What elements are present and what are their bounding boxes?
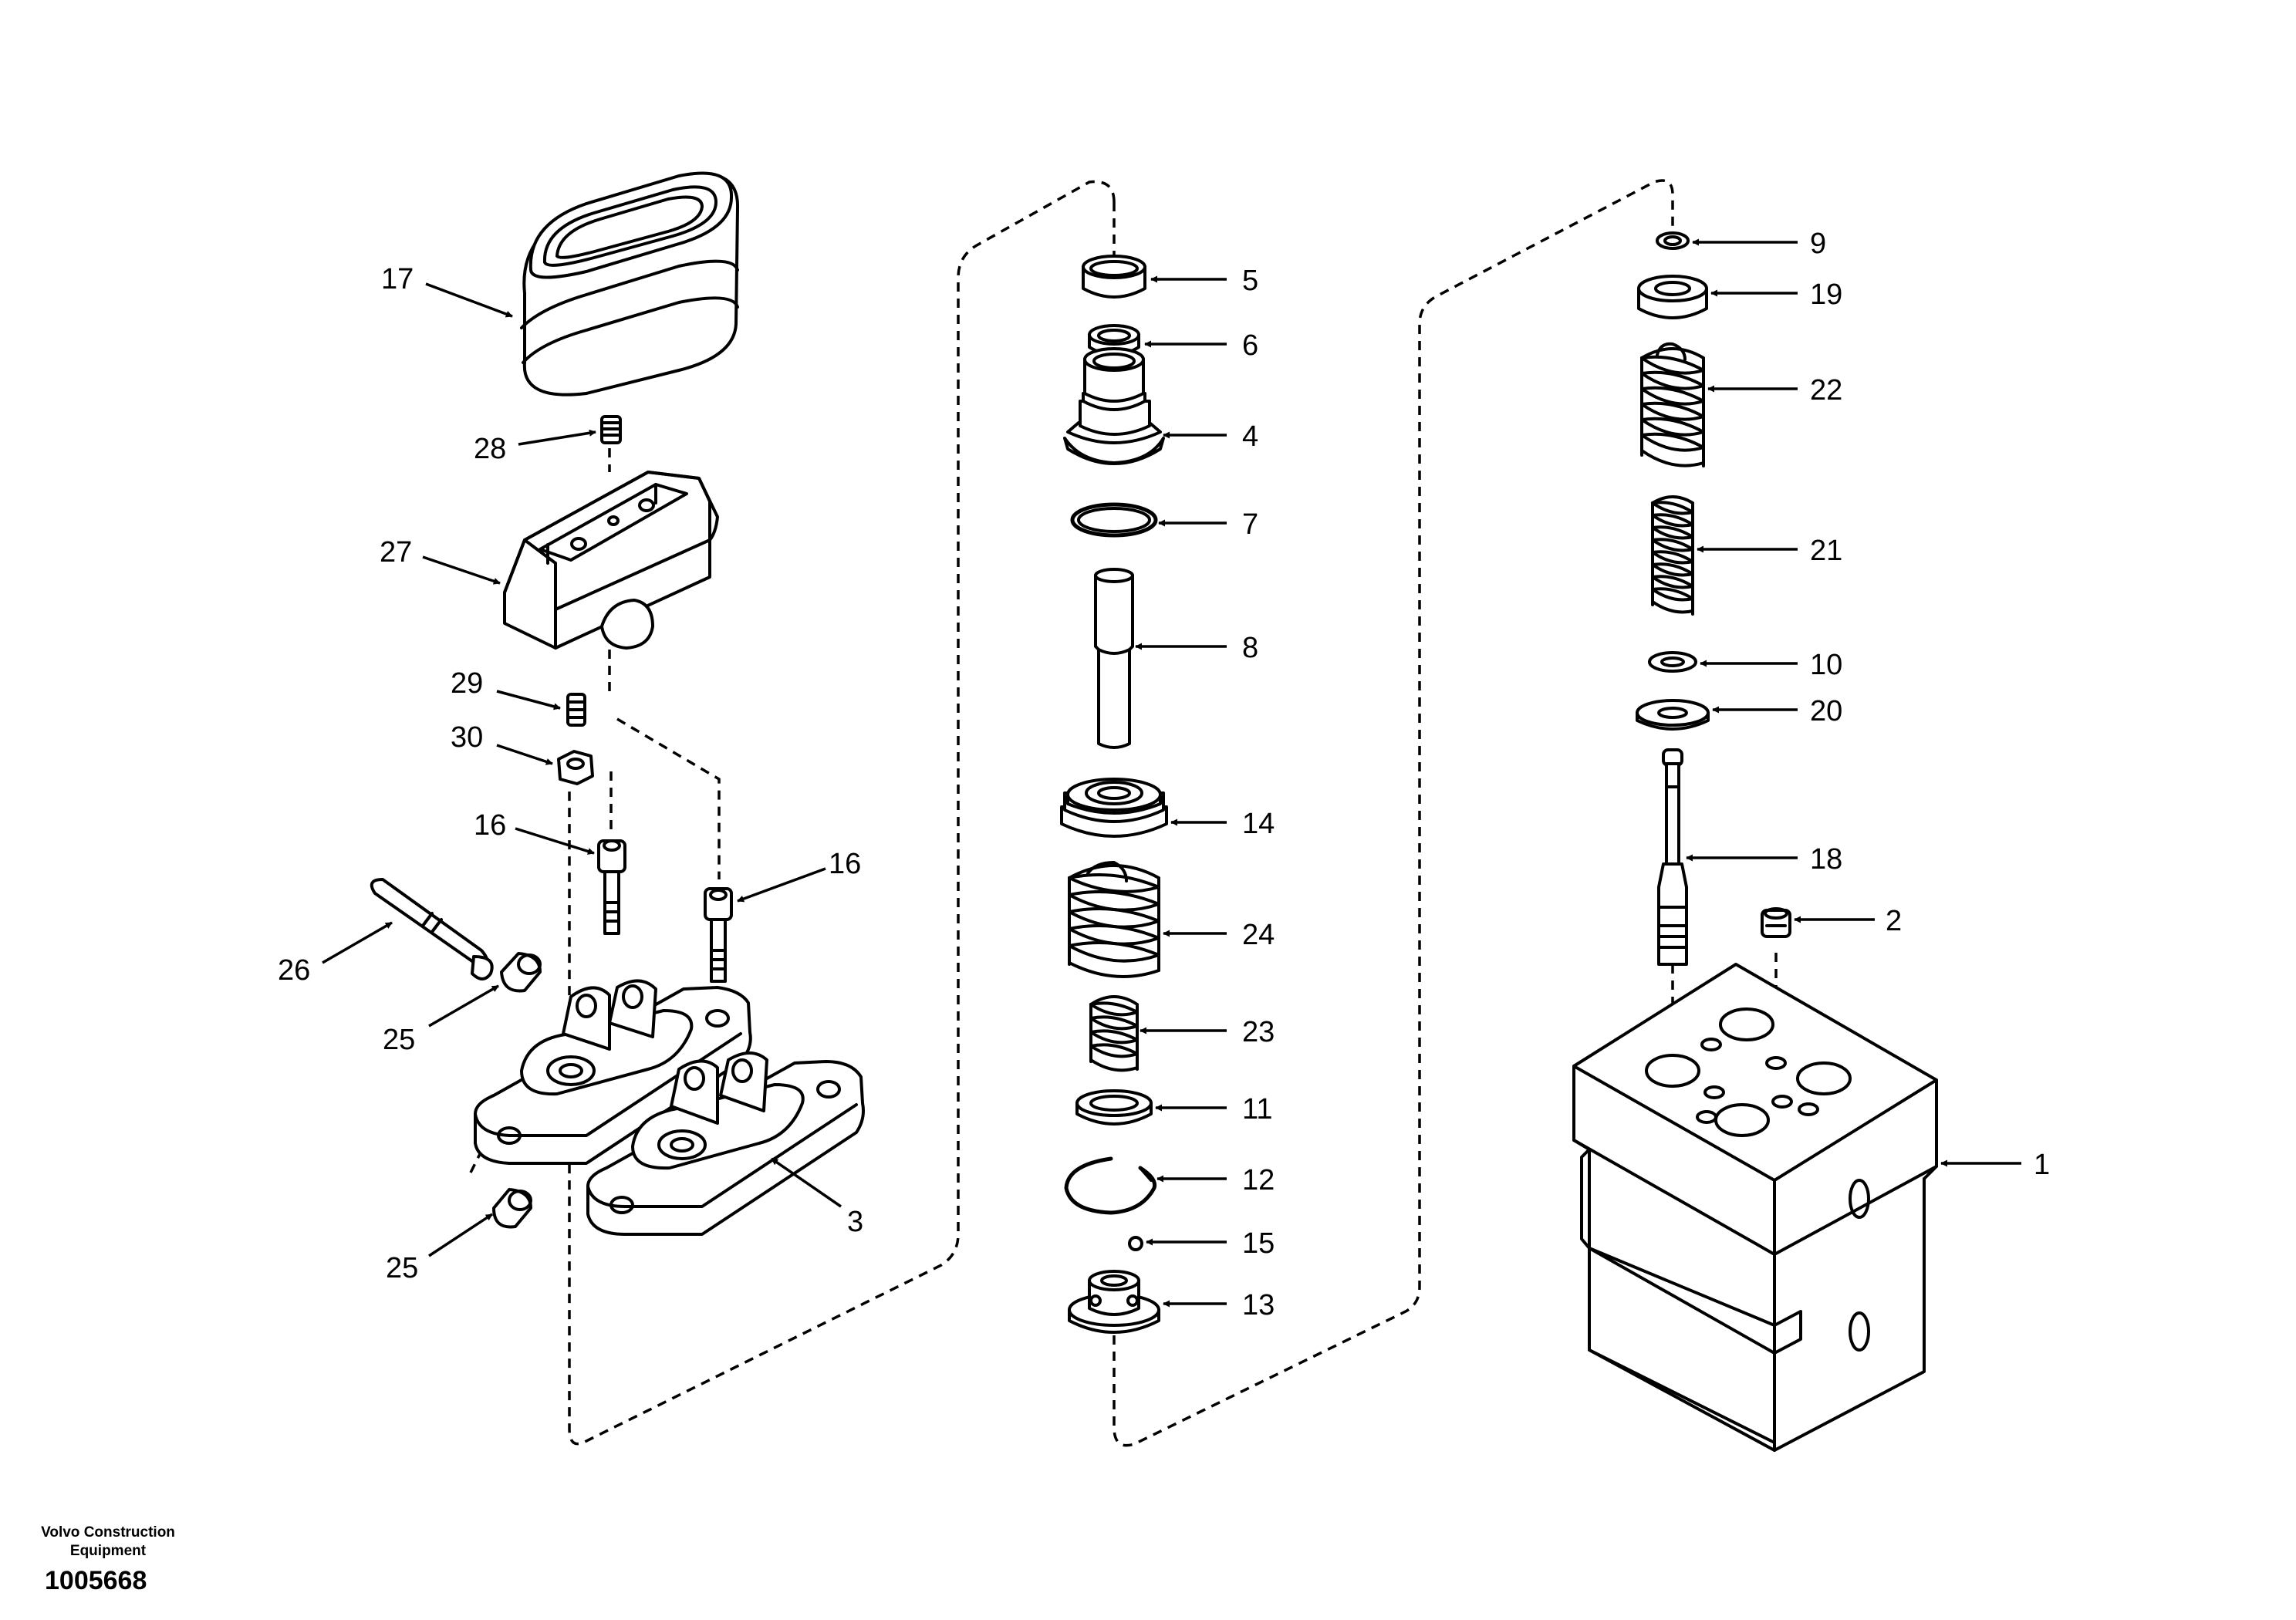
- callout-16-right: 16: [829, 848, 861, 880]
- callout-5: 5: [1242, 265, 1258, 297]
- callout-19: 19: [1810, 278, 1842, 311]
- callout-21: 21: [1810, 535, 1842, 567]
- part-18-spool: [1657, 748, 1688, 966]
- callout-29: 29: [451, 667, 483, 700]
- callout-12: 12: [1242, 1164, 1275, 1196]
- part-17-bellows-boot: [520, 171, 740, 397]
- part-16-bolt-a: [597, 839, 626, 935]
- part-5-collar: [1082, 255, 1146, 299]
- callout-17: 17: [381, 263, 414, 295]
- callout-10: 10: [1810, 649, 1842, 681]
- part-15-ball: [1128, 1236, 1143, 1251]
- part-23-spring: [1089, 995, 1139, 1072]
- part-29-set-screw: [566, 693, 586, 727]
- part-20-washer: [1636, 699, 1710, 731]
- callout-8: 8: [1242, 632, 1258, 664]
- callout-14: 14: [1242, 808, 1275, 840]
- callout-20: 20: [1810, 695, 1842, 727]
- callout-23: 23: [1242, 1016, 1275, 1048]
- part-13-spring-seat: [1068, 1270, 1160, 1334]
- part-3-cam-plate-front: [586, 1051, 865, 1236]
- part-2-plug: [1761, 907, 1791, 938]
- part-25-bushing-b: [492, 1188, 532, 1229]
- callout-25-upper: 25: [383, 1024, 415, 1056]
- part-16-bolt-b: [704, 887, 733, 983]
- part-25-bushing-a: [500, 952, 542, 993]
- callout-labels: 17 28 27 29 30 16 16 26 25 25 3 5 6 4 7 …: [278, 228, 2050, 1321]
- part-19-spring-seat: [1637, 275, 1708, 319]
- part-10-washer: [1648, 651, 1697, 673]
- brand-line-2: Equipment: [69, 1543, 147, 1559]
- callout-13: 13: [1242, 1289, 1275, 1321]
- document-number: 1005668: [45, 1566, 147, 1595]
- part-7-o-ring: [1070, 502, 1158, 538]
- callout-28: 28: [474, 433, 506, 465]
- callout-3: 3: [847, 1206, 863, 1238]
- callout-9: 9: [1810, 228, 1826, 260]
- callout-15: 15: [1242, 1227, 1275, 1260]
- callout-4: 4: [1242, 420, 1258, 453]
- part-12-snap-ring: [1064, 1156, 1157, 1215]
- callout-27: 27: [380, 536, 412, 569]
- callout-11: 11: [1242, 1093, 1272, 1126]
- callout-7: 7: [1242, 508, 1258, 541]
- part-8-spool: [1094, 568, 1134, 749]
- callout-6: 6: [1242, 329, 1258, 362]
- part-1-valve-body: [1572, 963, 1938, 1452]
- part-11-washer: [1075, 1089, 1153, 1126]
- part-26-pin: [370, 878, 494, 980]
- part-22-spring: [1640, 342, 1705, 467]
- callout-25-lower: 25: [386, 1252, 418, 1284]
- part-30-nut: [557, 750, 594, 785]
- callout-26: 26: [278, 954, 310, 987]
- callout-16-left: 16: [474, 809, 506, 842]
- callout-2: 2: [1886, 905, 1902, 937]
- part-3-cam-plate-rear: [474, 979, 752, 1165]
- part-28-set-screw: [600, 415, 622, 444]
- callout-leaders: [322, 238, 2021, 1308]
- brand-label: Volvo Construction Equipment: [31, 1524, 185, 1561]
- part-24-spring: [1068, 861, 1160, 978]
- callout-18: 18: [1810, 843, 1842, 876]
- part-27-lever-bracket: [503, 471, 719, 650]
- callout-22: 22: [1810, 374, 1842, 407]
- part-9-washer: [1656, 231, 1690, 250]
- part-4-plug: [1063, 347, 1165, 465]
- part-14-seal-retainer: [1060, 778, 1168, 838]
- brand-line-1: Volvo Construction: [41, 1524, 175, 1541]
- part-21-spring: [1651, 495, 1694, 616]
- callout-30: 30: [451, 721, 483, 754]
- callout-1: 1: [2034, 1149, 2050, 1181]
- callout-24: 24: [1242, 919, 1275, 951]
